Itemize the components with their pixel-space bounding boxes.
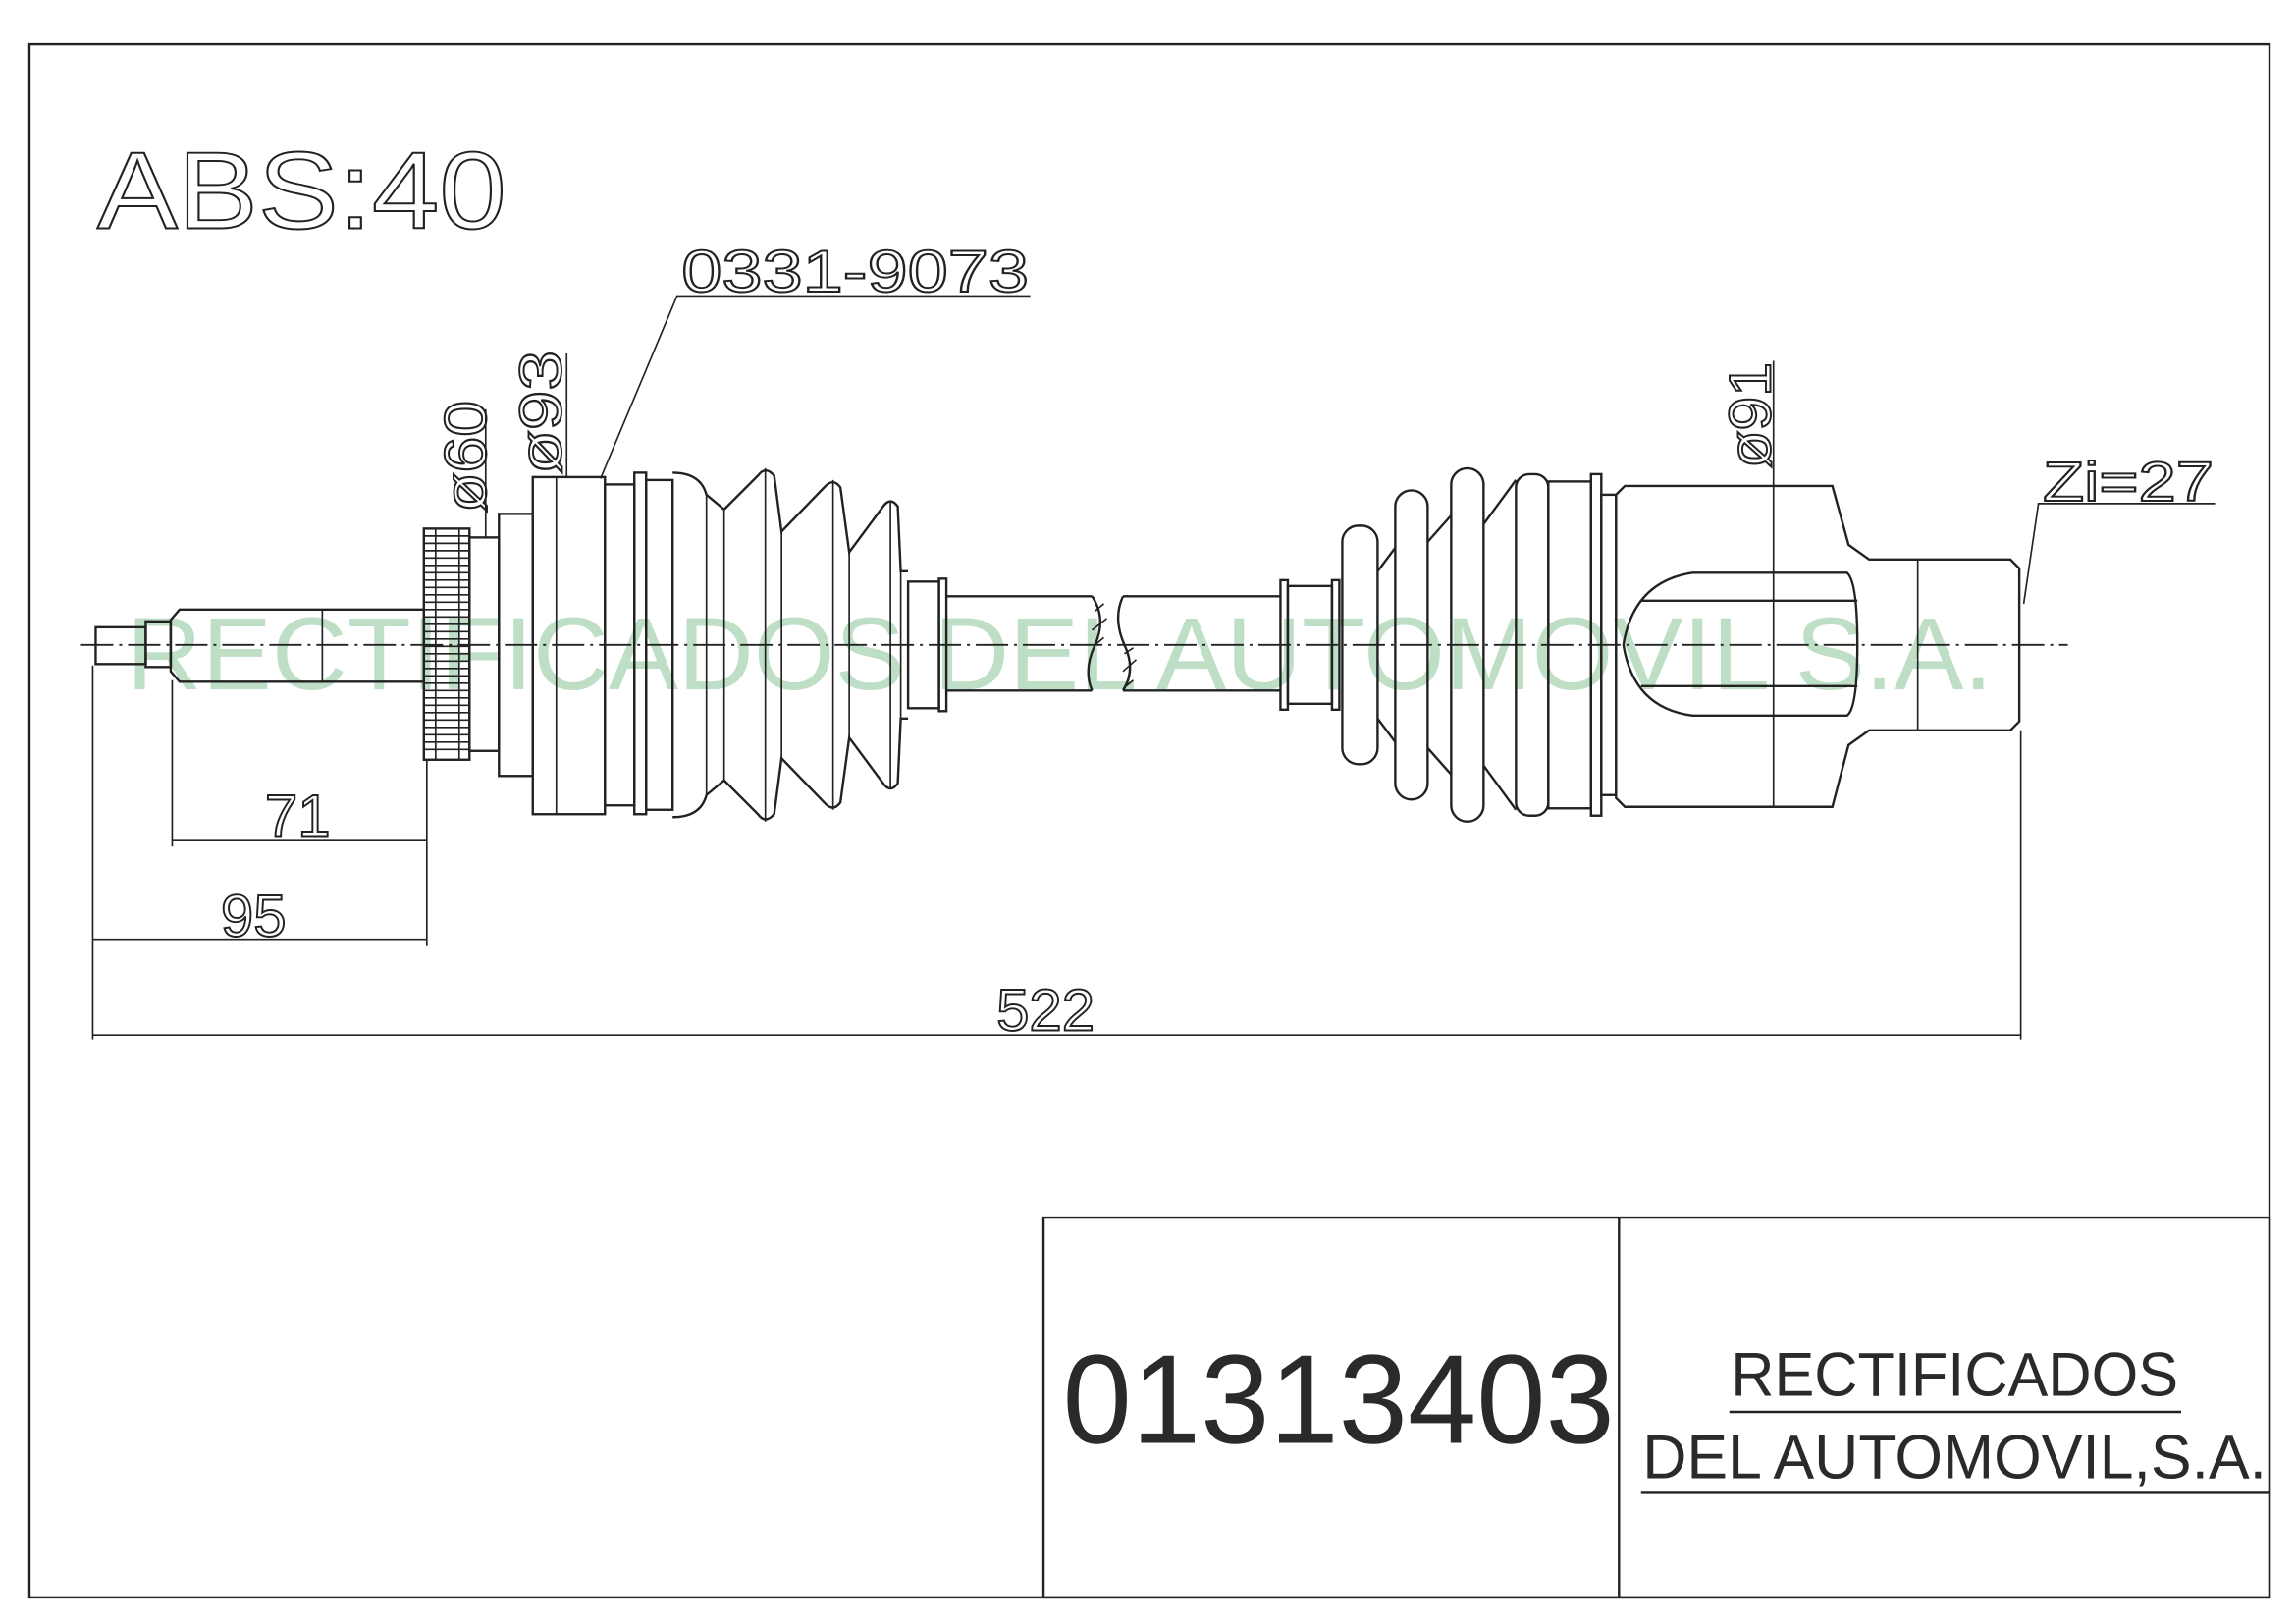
part-ref-leader [599, 295, 1031, 479]
company-name-line1: RECTIFICADOS [1731, 1340, 2178, 1409]
dia-60-label: ø60 [433, 401, 499, 513]
spline-leader [2022, 503, 2216, 604]
dim-522: 522 [996, 978, 1095, 1044]
watermark: RECTIFICADOS DEL AUTOMOVIL S.A. [127, 597, 1993, 712]
abs-label: ABS:40 [97, 131, 507, 252]
dim-71: 71 [265, 784, 331, 849]
part-number: 01313403 [1063, 1328, 1615, 1470]
dim-95: 95 [221, 884, 287, 949]
dia-93-label: ø93 [507, 351, 573, 474]
dimensions [91, 665, 2022, 1040]
part-ref-label: 0331-9073 [681, 239, 1029, 304]
title-block: 01313403 RECTIFICADOS DEL AUTOMOVIL,S.A. [1041, 1216, 2271, 1599]
company-name-line2: DEL AUTOMOVIL,S.A. [1642, 1423, 2267, 1491]
